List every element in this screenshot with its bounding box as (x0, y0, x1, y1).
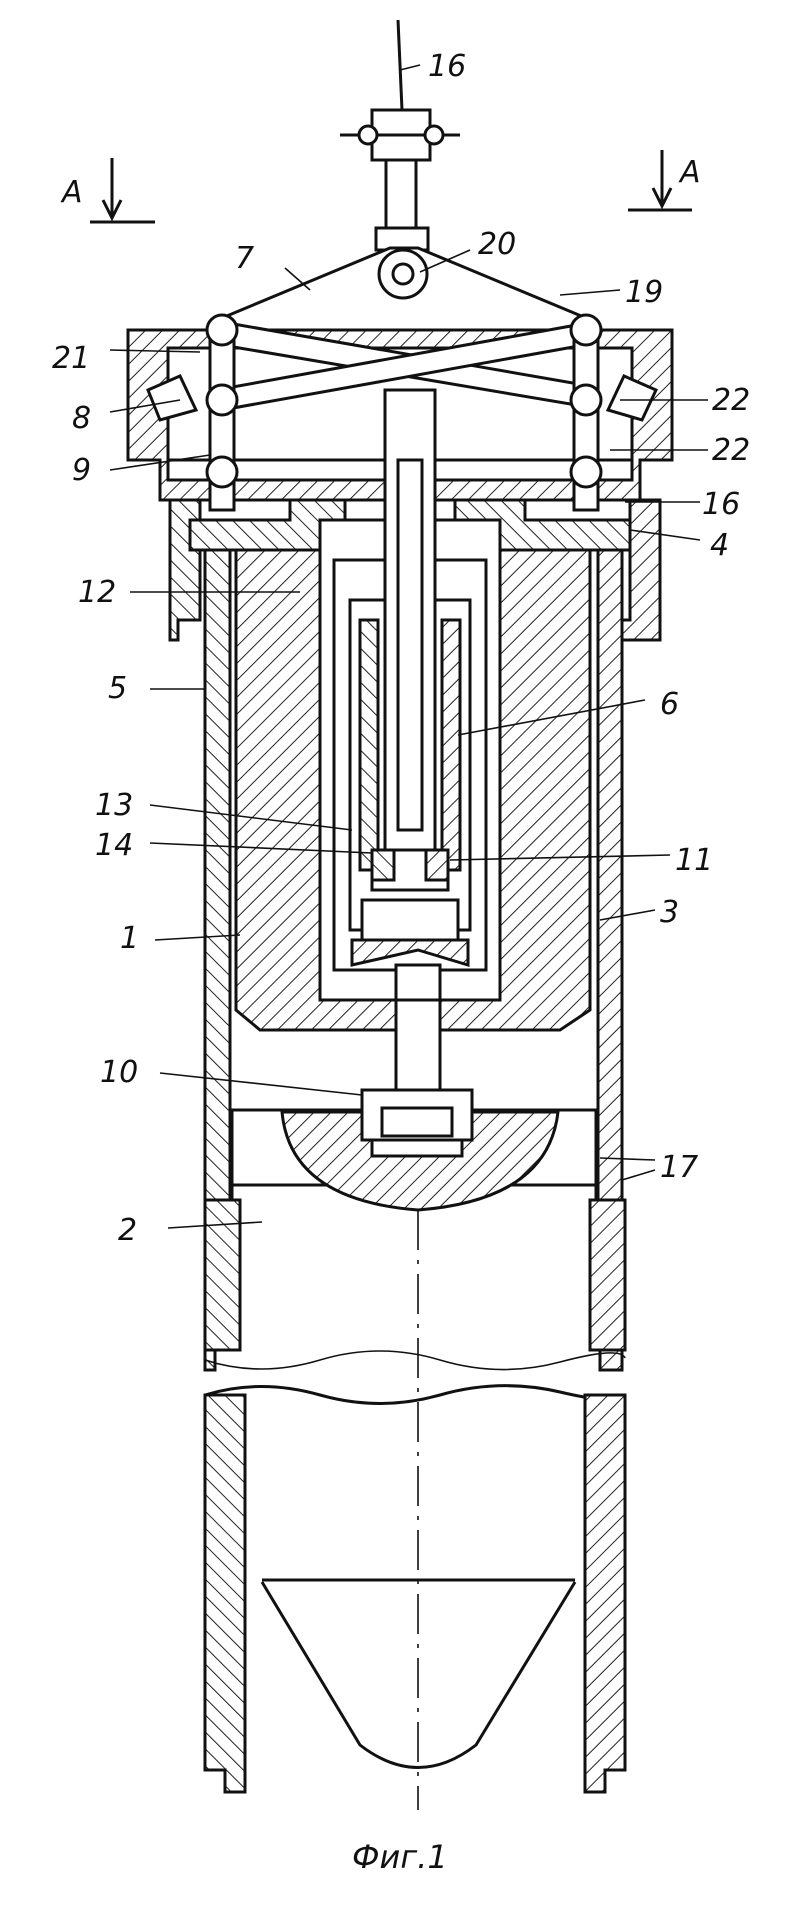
label-8: 8 (72, 401, 91, 436)
label-5: 5 (108, 671, 127, 706)
label-16-top: 16 (428, 49, 466, 84)
label-19: 19 (625, 275, 663, 310)
break-line-lower (205, 1386, 625, 1404)
links-right (571, 315, 601, 510)
label-20: 20 (478, 227, 516, 262)
label-22-upper: 22 (712, 383, 750, 418)
break-line (205, 1351, 625, 1370)
label-3: 3 (660, 895, 679, 930)
label-22-lower: 22 (712, 433, 750, 468)
label-4: 4 (710, 528, 729, 563)
label-10: 10 (100, 1055, 138, 1090)
label-12: 12 (78, 575, 116, 610)
section-mark-left-text: A (60, 175, 83, 210)
label-2: 2 (118, 1213, 137, 1248)
section-mark-left: A (60, 158, 155, 222)
label-16: 16 (702, 487, 740, 522)
label-1: 1 (120, 921, 139, 956)
head-10 (232, 1090, 596, 1210)
label-9: 9 (72, 453, 91, 488)
bail-7 (222, 248, 586, 332)
label-17: 17 (660, 1150, 698, 1185)
label-6: 6 (660, 687, 679, 722)
section-mark-right: A (628, 150, 701, 210)
label-13: 13 (95, 788, 133, 823)
links-left (207, 315, 237, 510)
label-11: 11 (675, 843, 713, 878)
label-7: 7 (235, 241, 254, 276)
section-mark-right-text: A (678, 155, 701, 190)
label-21: 21 (52, 341, 90, 376)
figure-caption: Фиг.1 (352, 1838, 448, 1876)
label-14: 14 (95, 828, 133, 863)
